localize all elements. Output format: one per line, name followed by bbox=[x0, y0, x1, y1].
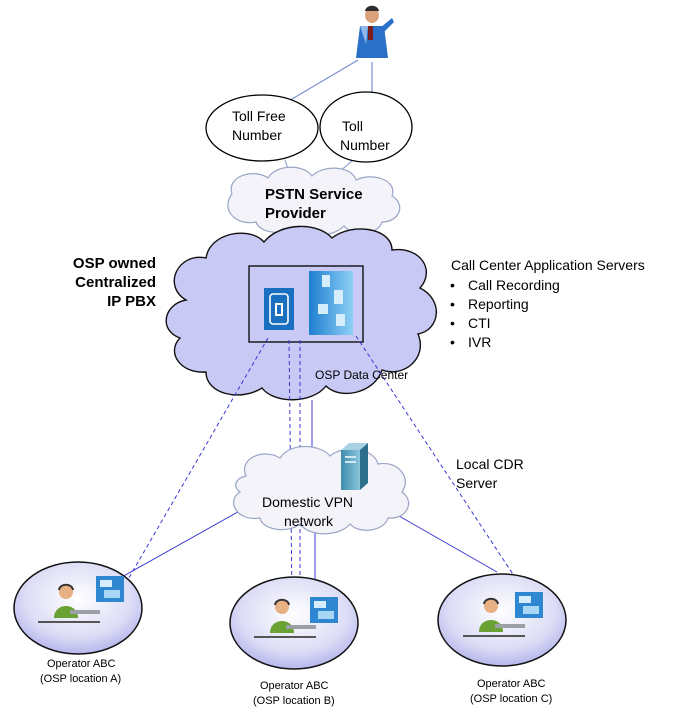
toll-label-line1: Toll bbox=[342, 118, 364, 134]
operator-agent-icon bbox=[254, 598, 316, 638]
data-center-label: OSP Data Center bbox=[315, 368, 409, 382]
toll-free-label-line1: Toll Free bbox=[232, 108, 286, 124]
ip-pbx-label-line1: OSP owned bbox=[72, 255, 156, 272]
pstn-label-line2: Provider bbox=[265, 205, 326, 222]
app-servers-list: Call Recording Reporting CTI IVR bbox=[448, 276, 560, 352]
operator-location-a bbox=[13, 561, 143, 655]
ip-pbx-label-line3: IP PBX bbox=[107, 293, 156, 310]
ip-pbx-cloud bbox=[165, 225, 437, 401]
ip-pbx-frame bbox=[248, 265, 364, 343]
operator-c-location: (OSP location C) bbox=[470, 693, 553, 705]
operator-phone-icon bbox=[515, 592, 543, 618]
operator-b-name: Operator ABC bbox=[260, 680, 329, 692]
operator-c-name: Operator ABC bbox=[477, 678, 546, 690]
app-servers-title: Call Center Application Servers bbox=[451, 257, 645, 273]
toll-free-label-line2: Number bbox=[232, 127, 282, 143]
operator-agent-icon bbox=[463, 597, 525, 637]
operator-a-location: (OSP location A) bbox=[40, 673, 122, 685]
operator-location-c bbox=[437, 573, 567, 667]
caller-person-icon bbox=[356, 5, 394, 58]
operator-phone-icon bbox=[310, 597, 338, 623]
operator-a-name: Operator ABC bbox=[47, 658, 116, 670]
local-cdr-server-icon bbox=[341, 443, 368, 490]
vpn-label-line2: network bbox=[284, 513, 334, 529]
cdr-label-line1: Local CDR bbox=[456, 456, 524, 472]
toll-number-node bbox=[319, 91, 413, 163]
cdr-label-line2: Server bbox=[456, 475, 498, 491]
operator-phone-icon bbox=[96, 576, 124, 602]
toll-free-number-node bbox=[205, 94, 319, 162]
pstn-label-line1: PSTN Service bbox=[265, 186, 363, 203]
toll-label-line2: Number bbox=[340, 137, 390, 153]
app-server-item: Reporting bbox=[448, 295, 560, 314]
operator-agent-icon bbox=[38, 583, 100, 623]
app-server-item: IVR bbox=[448, 333, 560, 352]
application-servers-icon bbox=[309, 271, 353, 335]
ip-pbx-label-line2: Centralized bbox=[75, 274, 156, 291]
operator-b-location: (OSP location B) bbox=[253, 695, 335, 707]
app-server-item: Call Recording bbox=[448, 276, 560, 295]
ip-pbx-icon bbox=[264, 288, 294, 330]
operator-location-b bbox=[229, 576, 359, 670]
vpn-label-line1: Domestic VPN bbox=[262, 494, 354, 510]
app-server-item: CTI bbox=[448, 314, 560, 333]
